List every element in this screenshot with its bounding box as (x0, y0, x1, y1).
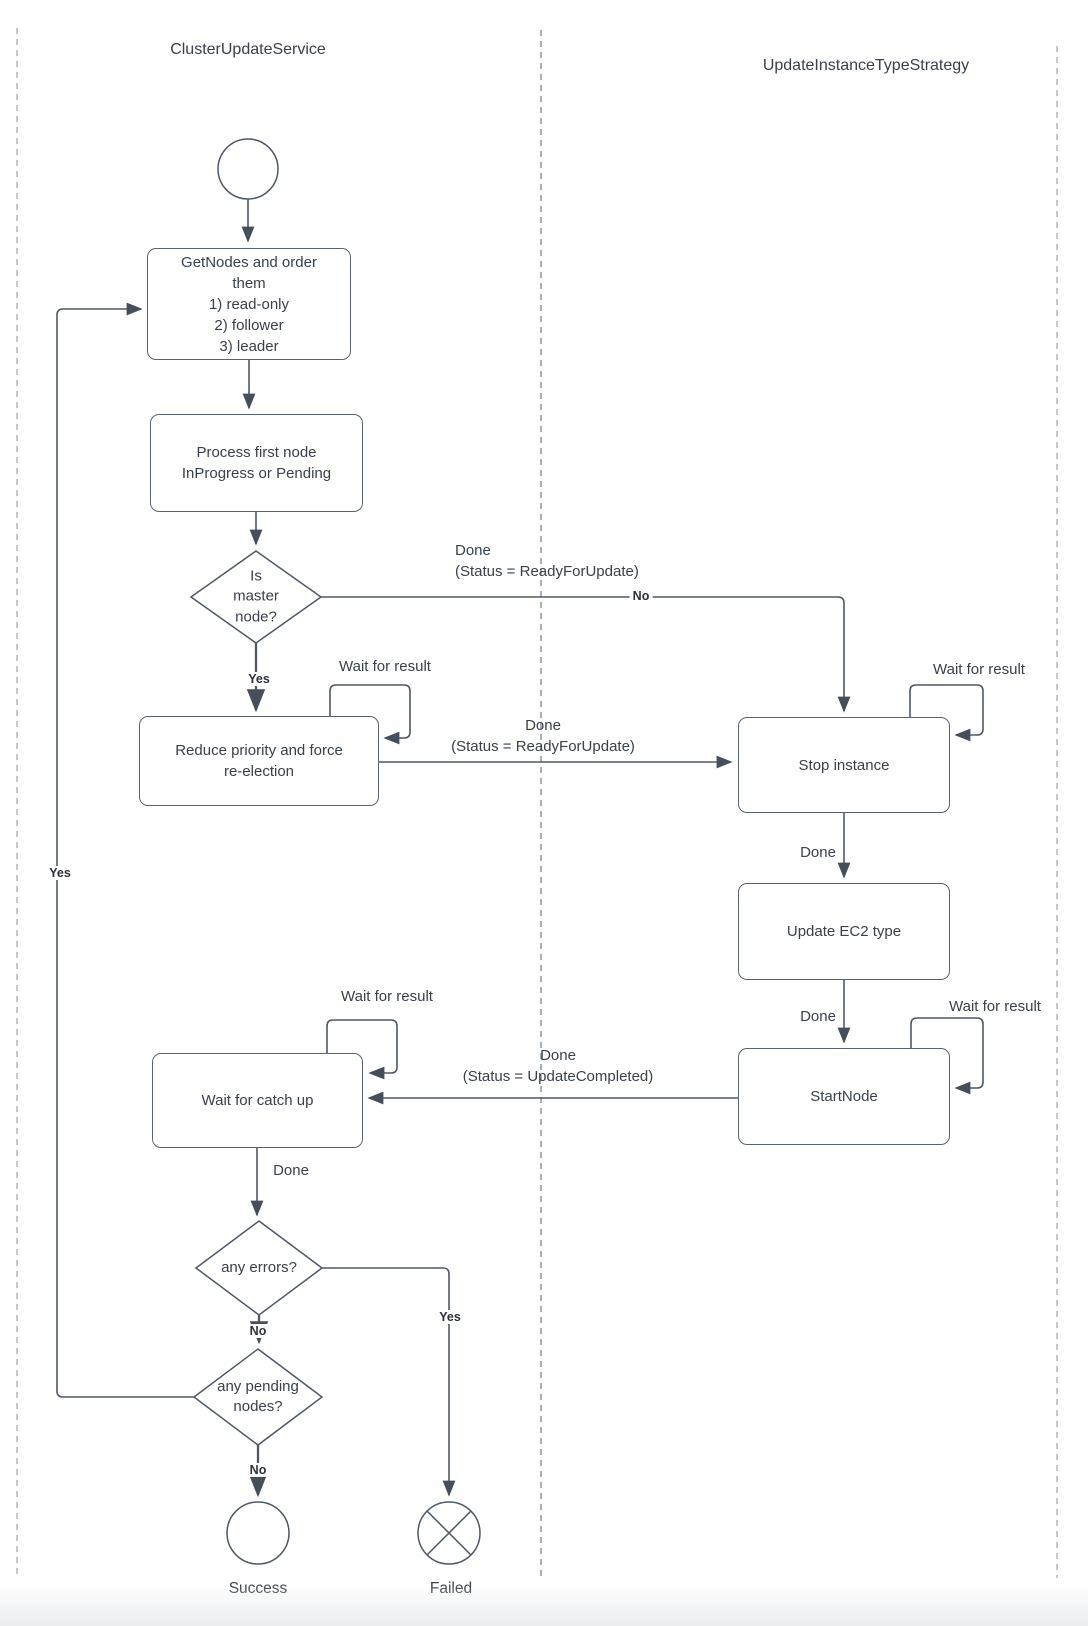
node-get-nodes[interactable]: GetNodes and order them 1) read-only 2) … (147, 248, 351, 360)
decision-is-master-node[interactable] (189, 550, 323, 644)
decision-any-pending-nodes[interactable] (192, 1348, 324, 1446)
edge-label-stop-wait: Wait for result (933, 661, 1025, 678)
edge-startnode-self-loop (910, 1017, 984, 1095)
lane-title-cluster-update-service: ClusterUpdateService (170, 41, 326, 58)
success-caption: Success (228, 1580, 288, 1597)
node-start-node[interactable]: StartNode (738, 1048, 950, 1145)
edge-anyerrors-yes-to-failed (322, 1267, 456, 1497)
failed-caption: Failed (429, 1580, 473, 1597)
edge-reduce-self-loop (329, 684, 411, 745)
edge-anypending-yes-to-getnodes (56, 302, 194, 1398)
decision-any-errors[interactable] (194, 1220, 324, 1316)
start-node[interactable] (217, 138, 279, 200)
edge-waitcatchup-self-loop (326, 1019, 398, 1080)
edge-label-update-done: Done (800, 1008, 836, 1025)
edge-label-errors-yes: Yes (436, 1310, 464, 1324)
edge-label-catch-wait: Wait for result (341, 988, 433, 1005)
node-process-first-node[interactable]: Process first node InProgress or Pending (150, 414, 363, 512)
edge-label-master-no: No (629, 589, 653, 603)
edge-label-reduce-done: Done (Status = ReadyForUpdate) (451, 717, 635, 755)
edge-label-pending-no: No (246, 1463, 270, 1477)
node-stop-instance[interactable]: Stop instance (738, 717, 950, 813)
edge-label-stop-done: Done (800, 844, 836, 861)
success-end-node[interactable] (226, 1501, 290, 1565)
node-reduce-priority[interactable]: Reduce priority and force re-election (139, 716, 379, 806)
decision-is-master-label: Is master node? (233, 567, 279, 626)
lane-title-update-instance-type-strategy: UpdateInstanceTypeStrategy (762, 57, 970, 74)
edge-label-master-yes: Yes (245, 672, 273, 686)
decision-any-errors-label: any errors? (221, 1258, 297, 1276)
edge-label-start-wait: Wait for result (949, 998, 1041, 1015)
edge-ismaster-no-to-stop (321, 596, 851, 713)
edge-label-catch-done: Done (273, 1162, 309, 1179)
decision-any-pending-label: any pending nodes? (217, 1377, 299, 1415)
failed-x-icon (426, 1510, 472, 1556)
edge-label-master-done: Done (Status = ReadyForUpdate) (455, 542, 639, 580)
edge-label-reduce-wait: Wait for result (339, 658, 431, 675)
edge-label-pending-yes: Yes (46, 866, 74, 880)
edge-stop-self-loop (909, 684, 984, 742)
node-wait-for-catch-up[interactable]: Wait for catch up (152, 1053, 363, 1148)
edge-label-start-done: Done (Status = UpdateCompleted) (462, 1047, 654, 1085)
node-update-ec2-type[interactable]: Update EC2 type (738, 883, 950, 980)
edge-label-errors-no: No (246, 1324, 270, 1338)
